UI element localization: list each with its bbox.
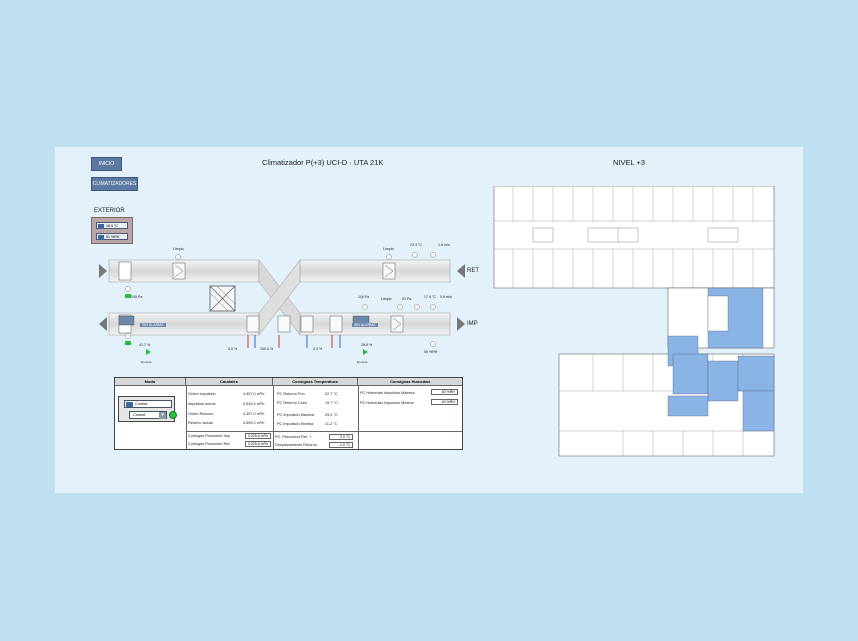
mode-panel: Confort Confort▾ xyxy=(118,396,177,422)
imp-humidity: 55 %RH xyxy=(424,350,438,354)
exterior-humidity: 51 %RH xyxy=(96,233,128,240)
arrow-in-left-top xyxy=(99,264,107,278)
humidity-icon xyxy=(98,234,104,240)
header-caudales: Caudales xyxy=(186,378,273,386)
imp-filter-pressure: 91 Pa xyxy=(402,297,412,301)
imp-filter-status: Limpio xyxy=(381,297,392,301)
humedad-min-input[interactable]: 40 %RH xyxy=(431,399,458,405)
setpoints-table: Modo Caudales Consignas Temperatura Cons… xyxy=(114,377,463,450)
mode-value: Confort xyxy=(124,400,172,408)
ret-fan-pct: 41.7 % xyxy=(139,343,151,347)
desplazamiento-retorno-input[interactable]: -1.0 °C xyxy=(329,442,353,448)
header-temperatura: Consignas Temperatura xyxy=(273,378,358,386)
mode-icon xyxy=(126,402,133,407)
imp-fan-pct: 28.8 % xyxy=(361,343,373,347)
imp-speed: 0.9 m/s xyxy=(440,295,452,299)
auto-left: En Auto xyxy=(141,360,152,364)
exterior-label: EXTERIOR xyxy=(94,208,125,214)
highlighted-zone xyxy=(667,287,775,432)
valve3: 0.0 % xyxy=(313,347,323,351)
alarm-ret: SIN ALARMA xyxy=(140,323,166,327)
ret-fan-pressure: 245 Pa xyxy=(131,295,143,299)
floor-title: NIVEL +3 xyxy=(613,158,646,167)
header-modo: Modo xyxy=(115,378,186,386)
page-title: Climatizador P(+3) UCI-D · UTA 21K xyxy=(262,158,384,167)
imp-label: IMP xyxy=(467,321,478,327)
auto-right: En Auto xyxy=(357,360,368,364)
imp-pressure: 116 Pa xyxy=(358,295,370,299)
climatizadores-button[interactable]: CLIMATIZADORES xyxy=(91,177,138,191)
humedad-max-input[interactable]: 60 %RH xyxy=(431,389,458,395)
consigna-preconfort-imp-input[interactable]: 3.025,0 m³/h xyxy=(245,433,271,439)
imp-temp: 17.9 °C xyxy=(424,295,437,299)
exterior-panel: 16.9 °C 51 %RH xyxy=(91,217,133,244)
inicio-button[interactable]: INICIO xyxy=(91,157,122,171)
filter-ret2-status: Limpio xyxy=(383,247,394,251)
chevron-down-icon: ▾ xyxy=(159,412,166,419)
ahu-schematic xyxy=(99,252,465,355)
ret-temp: 23.3 °C xyxy=(410,243,423,247)
ret-label: RET xyxy=(467,268,479,274)
exterior-temp: 16.9 °C xyxy=(96,222,128,229)
header-humedad: Consignas Humedad xyxy=(358,378,462,386)
valve1: 0.0 % xyxy=(228,347,238,351)
status-indicator xyxy=(169,411,177,419)
alarm-imp: SIN ALARMA xyxy=(352,323,378,327)
thermometer-icon xyxy=(98,223,104,229)
mode-select[interactable]: Confort▾ xyxy=(129,411,167,419)
preconfort-ret-input[interactable]: 2.0 °C xyxy=(329,434,353,440)
filter-ret-status: Limpio xyxy=(173,247,184,251)
ret-speed: 1.8 m/s xyxy=(438,243,450,247)
consigna-preconfort-ret-input[interactable]: 3.025,0 m³/h xyxy=(245,441,271,447)
floor-plan[interactable] xyxy=(493,186,775,458)
valve2: 100.0 % xyxy=(260,347,274,351)
